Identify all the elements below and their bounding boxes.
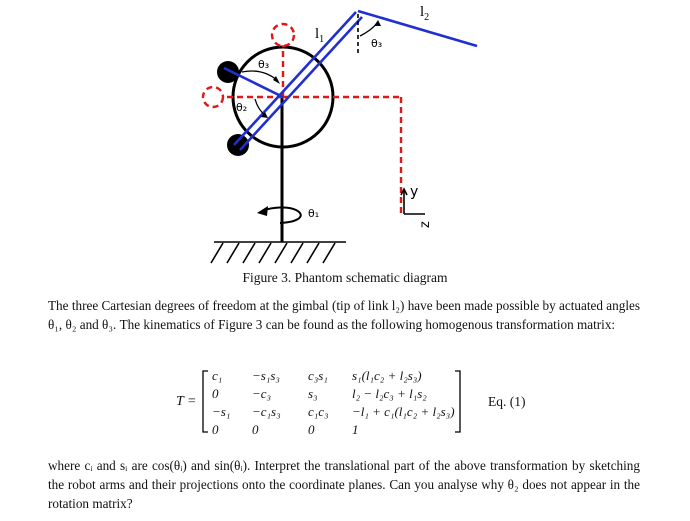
theta3-arrowhead-top: [374, 20, 381, 26]
theta2-arrowhead: [261, 112, 268, 118]
matrix-cell: 1: [352, 422, 359, 437]
matrix-cell: 0: [308, 422, 315, 437]
matrix-cell: −c₁s₃: [252, 404, 281, 419]
label-theta1: θ₁: [308, 207, 319, 220]
matrix-cell: s₁(l₁c₂ + l₂s₃): [352, 368, 422, 383]
matrix-cell: −c₃: [252, 386, 272, 401]
equation-label: Eq. (1): [488, 394, 526, 409]
matrix-cell: c₁c₃: [308, 404, 329, 419]
matrix-cell: c₁: [212, 368, 223, 383]
theta1-rotation-arrow: [261, 206, 302, 224]
body-paragraph-intro: The three Cartesian degrees of freedom a…: [48, 298, 640, 332]
matrix-cell: c₃s₁: [308, 368, 328, 383]
robot-arms: [223, 9, 478, 151]
matrix-cell: 0: [212, 422, 219, 437]
matrix-lhs: T =: [176, 394, 197, 409]
theta1-arrowhead: [257, 206, 268, 216]
label-l2: l2: [420, 4, 429, 23]
matrix-cell: 0: [212, 386, 219, 401]
figure-caption: Figure 3. Phantom schematic diagram: [242, 270, 448, 285]
counterweight-bottom: [227, 134, 249, 156]
yz-axes: [400, 187, 425, 215]
matrix-cell: −s₁: [212, 404, 231, 419]
label-theta3-top: θ₃: [371, 37, 382, 50]
theta3-arrowhead-left: [273, 76, 280, 84]
link1-arm-b: [239, 16, 363, 151]
matrix-cell: l₂ − l₂c₃ + l₁s₂: [352, 386, 427, 401]
phantom-schematic-figure: l1 l2 θ₃ θ₃ θ₂ θ₁ y z: [201, 4, 478, 264]
link2-arm: [357, 9, 478, 48]
matrix-cell: 0: [252, 422, 259, 437]
link1-arm-a: [233, 11, 357, 146]
matrix-cell: −l₁ + c₁(l₁c₂ + l₂s₃): [352, 404, 455, 419]
matrix-cell: s₃: [308, 386, 318, 401]
rear-arm: [223, 66, 284, 99]
transformation-matrix: c₁ −s₁s₃ c₃s₁ s₁(l₁c₂ + l₂s₃) 0 −c₃ s₃ l₂ − l₂c…: [176, 366, 536, 438]
ground-hatching: [210, 241, 346, 264]
label-axis-z: z: [418, 221, 433, 228]
matrix-cell: −s₁s₃: [252, 368, 280, 383]
label-l1: l1: [315, 26, 324, 45]
reference-frame-dashed: [201, 22, 403, 215]
body-paragraph-question: where cᵢ and sᵢ are cos(θᵢ) and sin(θᵢ).…: [48, 458, 640, 511]
label-theta3-left: θ₃: [258, 58, 269, 71]
counterweight-top: [217, 61, 239, 83]
label-axis-y: y: [410, 184, 418, 200]
label-theta2: θ₂: [236, 101, 247, 114]
